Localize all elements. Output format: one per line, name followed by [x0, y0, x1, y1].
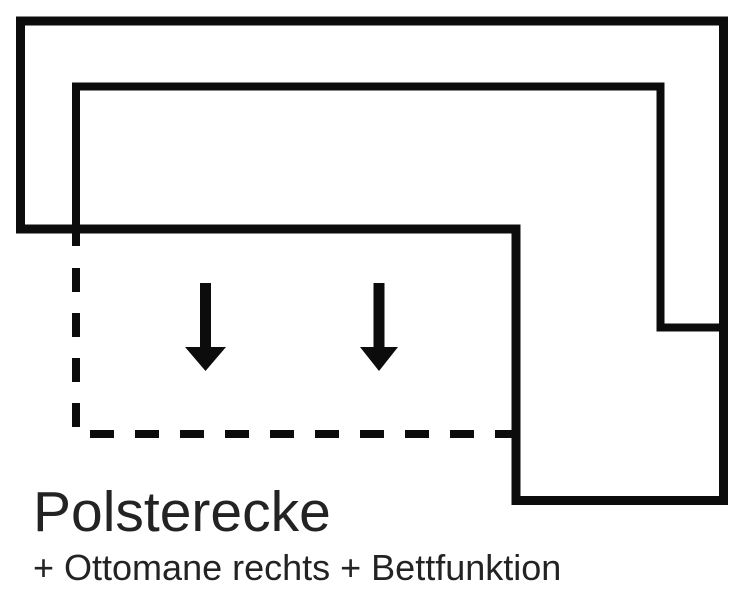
arrow-shaft — [373, 283, 385, 349]
arrow-down-icon — [185, 283, 226, 371]
product-subtitle: + Ottomane rechts + Bettfunktion — [33, 547, 562, 588]
product-title: Polsterecke — [33, 480, 331, 544]
sofa-outer-outline — [16, 16, 728, 505]
arrow-head — [185, 347, 226, 371]
arrow-down-icon — [360, 283, 398, 371]
bed-pullout-dashed-outline — [72, 268, 516, 438]
arrow-head — [360, 347, 398, 371]
sofa-backrest-inner-line — [72, 82, 720, 332]
arrow-shaft — [200, 283, 211, 349]
caption-block: Polsterecke + Ottomane rechts + Bettfunk… — [33, 484, 561, 586]
